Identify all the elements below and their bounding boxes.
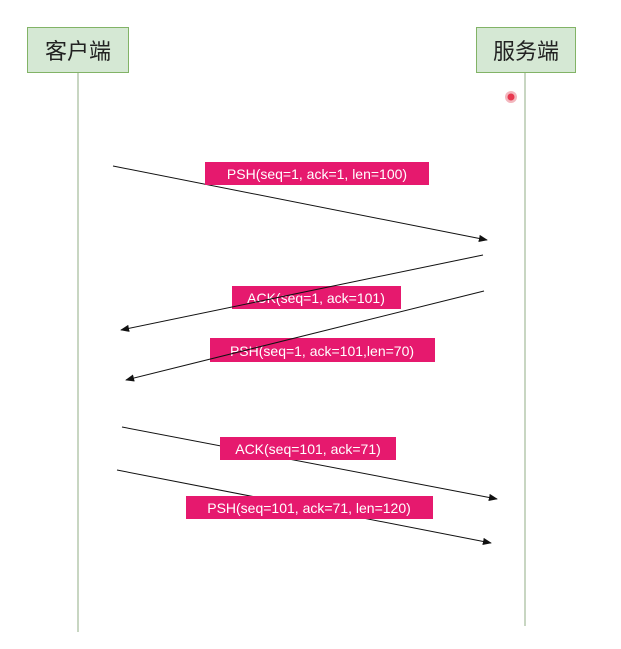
message-4-label: ACK(seq=101, ack=71)	[235, 441, 381, 457]
actor-server: 服务端	[476, 27, 576, 73]
message-4-arrow	[121, 426, 498, 502]
message-3-arrow	[125, 290, 485, 382]
message-5-label: PSH(seq=101, ack=71, len=120)	[207, 500, 411, 516]
message-3: PSH(seq=1, ack=101,len=70)	[125, 290, 485, 382]
message-1-label: PSH(seq=1, ack=1, len=100)	[227, 166, 407, 182]
message-4-label-bg	[220, 437, 396, 460]
message-1-label-bg	[205, 162, 429, 185]
message-1-arrow	[112, 165, 488, 242]
cursor-dot	[507, 93, 515, 101]
message-1: PSH(seq=1, ack=1, len=100)	[112, 162, 488, 242]
message-2: ACK(seq=1, ack=101)	[120, 254, 484, 332]
actor-client: 客户端	[27, 27, 129, 73]
message-2-arrow	[120, 254, 484, 332]
message-5-label-bg	[186, 496, 433, 519]
message-4: ACK(seq=101, ack=71)	[121, 426, 498, 502]
message-5: PSH(seq=101, ack=71, len=120)	[116, 469, 492, 545]
message-2-label-bg	[232, 286, 401, 309]
message-2-label: ACK(seq=1, ack=101)	[247, 290, 385, 306]
message-3-label: PSH(seq=1, ack=101,len=70)	[230, 343, 414, 359]
